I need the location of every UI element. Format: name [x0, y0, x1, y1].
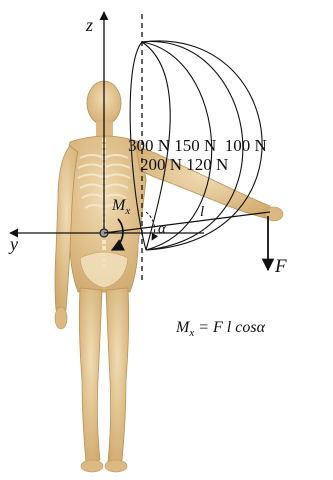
- curve-120N: [141, 41, 244, 251]
- right-leg: [105, 287, 130, 463]
- force-envelope-curves: [129, 40, 263, 251]
- length-label: l: [200, 204, 204, 220]
- moment-formula: Mx = F l cosα: [175, 319, 266, 339]
- pelvis: [79, 251, 129, 289]
- right-hand: [264, 206, 284, 222]
- lever-arm-line: [103, 211, 271, 234]
- curve-100N: [141, 40, 263, 251]
- angle-label: α: [158, 221, 167, 237]
- curve-200N: [141, 41, 171, 251]
- left-foot: [80, 459, 104, 473]
- force-label: F: [274, 256, 287, 277]
- moment-arc: [110, 218, 125, 251]
- curve-300N: [129, 41, 147, 251]
- left-hand: [54, 306, 68, 330]
- angle-arc: [145, 211, 159, 241]
- left-arm: [54, 145, 79, 311]
- z-axis-label: z: [85, 15, 93, 35]
- left-leg: [78, 287, 103, 463]
- y-axis-label: y: [8, 234, 18, 254]
- right-foot: [104, 459, 128, 473]
- moment-label: Mx: [111, 197, 130, 217]
- curve-labels-row1: 300 N 150 N 100 N: [128, 136, 267, 155]
- curve-labels-row2: 200 N 120 N: [140, 155, 228, 174]
